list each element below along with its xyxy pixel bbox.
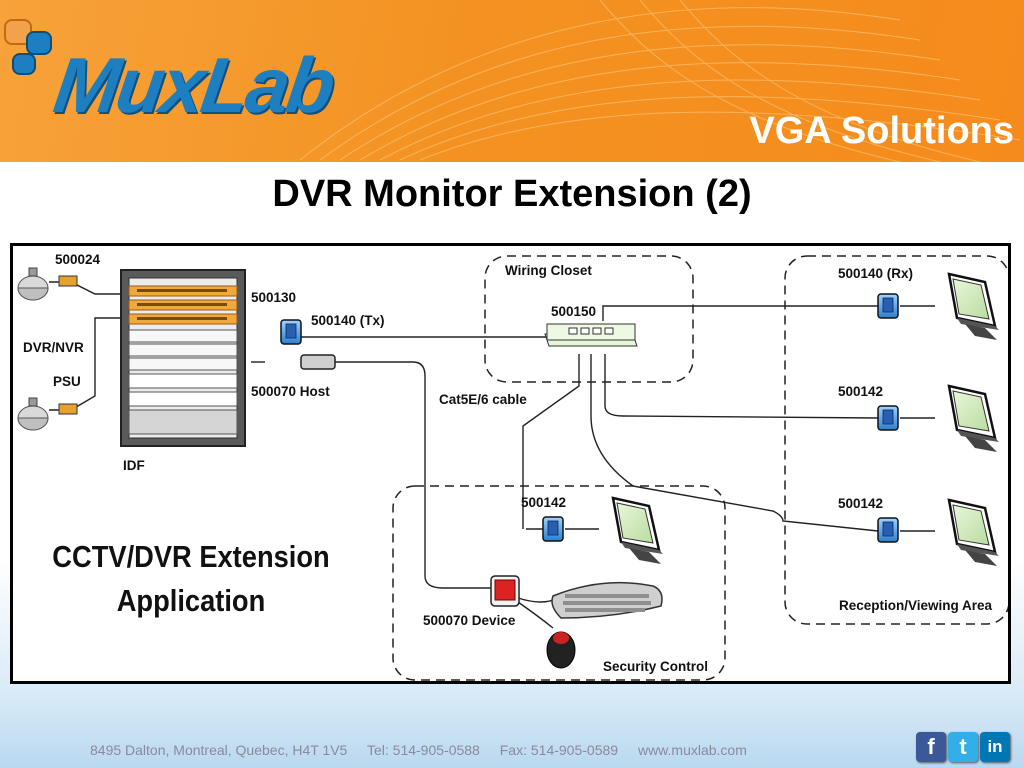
switch-icon [544, 323, 638, 347]
footer-website-link[interactable]: www.muxlab.com [637, 742, 747, 758]
application-title-line1: CCTV/DVR Extension [52, 539, 330, 574]
dome-camera-icon [17, 397, 49, 431]
page-title: DVR Monitor Extension (2) [272, 173, 752, 215]
logo-mark-icon [4, 19, 52, 75]
footer-address: 8495 Dalton, Montreal, Quebec, H4T 1V5 [90, 742, 348, 758]
rx-balun-icon [542, 516, 564, 542]
label-security-control: Security Control [603, 659, 709, 674]
footer-fax: Fax: 514-905-0589 [499, 742, 619, 758]
label-host: 500070 Host [251, 384, 330, 399]
rx-balun-icon [877, 517, 899, 543]
keyboard-icon [551, 581, 663, 619]
label-psu: PSU [53, 374, 81, 389]
facebook-icon[interactable]: f [916, 732, 946, 762]
label-500150: 500150 [551, 304, 597, 319]
banner-swirl-graphic [299, 0, 1021, 162]
diagram-drawing [17, 255, 1008, 681]
dome-camera-icon [17, 267, 49, 301]
section-title: VGA Solutions [749, 110, 1014, 152]
label-tx: 500140 (Tx) [311, 313, 385, 328]
monitor-icon [611, 496, 665, 566]
application-title-line2: Application [116, 583, 266, 618]
camera-extender-icon [58, 403, 78, 415]
label-reception: Reception/Viewing Area [839, 598, 993, 613]
idf-rack-icon [120, 269, 246, 447]
label-wiring-closet: Wiring Closet [505, 263, 592, 278]
label-rx2: 500142 [838, 384, 884, 399]
label-500024: 500024 [55, 252, 101, 267]
label-cable: Cat5E/6 cable [439, 392, 527, 407]
kvm-device-icon [490, 575, 520, 607]
monitor-icon [947, 384, 1001, 454]
label-security-rx: 500142 [521, 495, 567, 510]
monitor-icon [947, 272, 1001, 342]
rx-balun-icon [877, 293, 899, 319]
footer-contact: 8495 Dalton, Montreal, Quebec, H4T 1V5 T… [90, 742, 763, 758]
label-dvr-nvr: DVR/NVR [23, 340, 84, 355]
label-rx: 500140 (Rx) [838, 266, 914, 281]
footer-tel: Tel: 514-905-0588 [366, 742, 480, 758]
security-control-zone [392, 485, 726, 681]
label-500130: 500130 [251, 290, 297, 305]
tx-balun-icon [280, 319, 302, 345]
twitter-icon[interactable]: t [948, 732, 978, 762]
application-diagram: 500024 DVR/NVR PSU IDF 500130 500140 (Tx… [10, 243, 1011, 684]
host-adapter-icon [300, 354, 336, 370]
muxlab-logo: MuxLab [48, 41, 338, 129]
reception-zone [784, 255, 1008, 625]
monitor-icon [947, 498, 1001, 568]
label-idf: IDF [123, 458, 145, 473]
camera-extender-icon [58, 275, 78, 287]
mouse-icon [546, 631, 576, 669]
wiring-closet-zone [484, 255, 694, 383]
header-banner: MuxLab VGA Solutions [0, 0, 1024, 162]
rx-balun-icon [877, 405, 899, 431]
label-rx3: 500142 [838, 496, 884, 511]
linkedin-icon[interactable]: in [980, 732, 1010, 762]
label-device: 500070 Device [423, 613, 516, 628]
